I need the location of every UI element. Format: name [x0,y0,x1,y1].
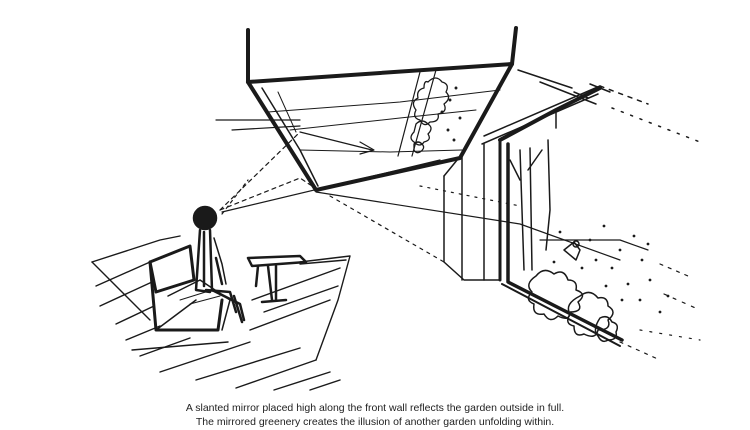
slanted-mirror [246,26,518,192]
reflected-greenery [410,77,462,154]
caption: A slanted mirror placed high along the f… [0,401,750,429]
side-table [246,254,308,304]
garden-dots [552,224,670,314]
garden-tree [509,139,551,271]
garden-shrubs [527,240,619,343]
caption-line-1: A slanted mirror placed high along the f… [185,402,565,414]
wall-pillar [443,138,502,282]
bench [148,244,231,332]
sight-lines [215,119,621,263]
caption-line-2: The mirrored greenery creates the illusi… [195,416,555,428]
garden-ground-lines [539,239,701,361]
floor-hatching [91,235,351,391]
seated-figure [192,205,246,324]
window-frame [498,86,624,347]
